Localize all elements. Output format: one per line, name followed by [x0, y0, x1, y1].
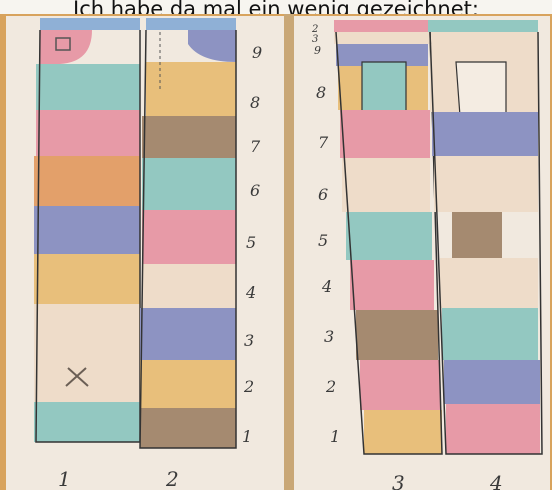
stripe — [34, 356, 140, 402]
left-sheet: 1 2 9 8 7 6 5 4 3 2 1 — [6, 16, 284, 490]
pants-4: 4 — [430, 32, 542, 490]
stripe — [444, 360, 540, 404]
stripe — [34, 254, 140, 304]
waistband — [40, 18, 140, 30]
stripe — [36, 110, 140, 156]
stripe — [442, 308, 538, 360]
pants-2: 2 — [140, 18, 236, 490]
waistband — [334, 20, 428, 32]
row-number: 9 — [252, 43, 262, 62]
stripe — [142, 116, 236, 158]
stripe — [342, 158, 430, 212]
stripe — [340, 110, 430, 158]
row-number: 1 — [330, 427, 340, 446]
stripe — [34, 402, 140, 442]
stripe — [142, 264, 236, 308]
pants-label: 4 — [489, 471, 503, 490]
stripe — [140, 408, 236, 448]
right-sheet: 3 4 2 3 9 8 7 6 5 4 3 2 1 — [294, 16, 550, 490]
pants-label: 3 — [392, 471, 405, 490]
row-number: 5 — [318, 231, 328, 250]
row-number: 5 — [246, 233, 256, 252]
stripe — [360, 360, 440, 410]
stripe — [440, 258, 538, 308]
stripe — [140, 360, 236, 408]
stripe — [34, 206, 140, 254]
stripe — [36, 64, 140, 110]
stripe — [34, 156, 140, 206]
row-number: 6 — [250, 181, 260, 200]
row-number: 2 — [243, 377, 254, 396]
stripe — [140, 308, 236, 360]
stripe — [434, 156, 538, 212]
stripe — [350, 260, 434, 310]
row-number: 7 — [318, 133, 329, 152]
pants-label: 1 — [58, 467, 71, 490]
row-number: 8 — [316, 83, 326, 102]
stripe — [142, 158, 236, 210]
stripe — [142, 210, 236, 264]
pants-drawing-photo: 1 2 9 8 7 6 5 4 3 2 1 — [0, 14, 552, 490]
waistband — [334, 32, 538, 44]
waistband — [428, 20, 538, 32]
pants-label: 2 — [165, 467, 179, 490]
row-number: 4 — [321, 277, 332, 296]
row-number: 4 — [245, 283, 256, 302]
row-number: 6 — [318, 185, 328, 204]
stripe — [34, 304, 140, 356]
row-number: 3 — [244, 331, 254, 350]
stripe — [356, 310, 438, 360]
stripe — [346, 212, 432, 260]
row-number: 2 — [325, 377, 336, 396]
row-number: 1 — [242, 427, 252, 446]
pants-1: 1 — [34, 18, 140, 490]
stripe — [452, 212, 502, 258]
stripe — [446, 404, 540, 454]
stripe — [364, 410, 442, 454]
sheet-gap — [284, 14, 294, 490]
waistband — [146, 18, 236, 30]
row-number: 8 — [250, 93, 260, 112]
row-number: 7 — [250, 137, 261, 156]
row-number: 3 — [324, 327, 334, 346]
row-number: 9 — [314, 44, 321, 57]
stripe — [432, 112, 538, 156]
